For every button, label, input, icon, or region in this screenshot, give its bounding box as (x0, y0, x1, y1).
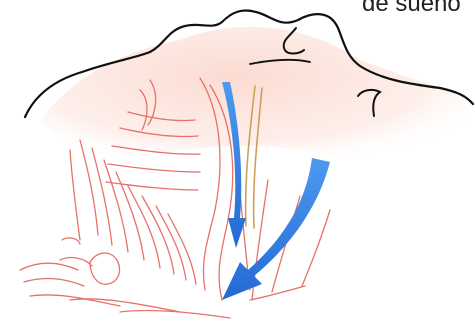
caption-text: de sueño (362, 0, 461, 16)
skin-shading (40, 27, 470, 171)
